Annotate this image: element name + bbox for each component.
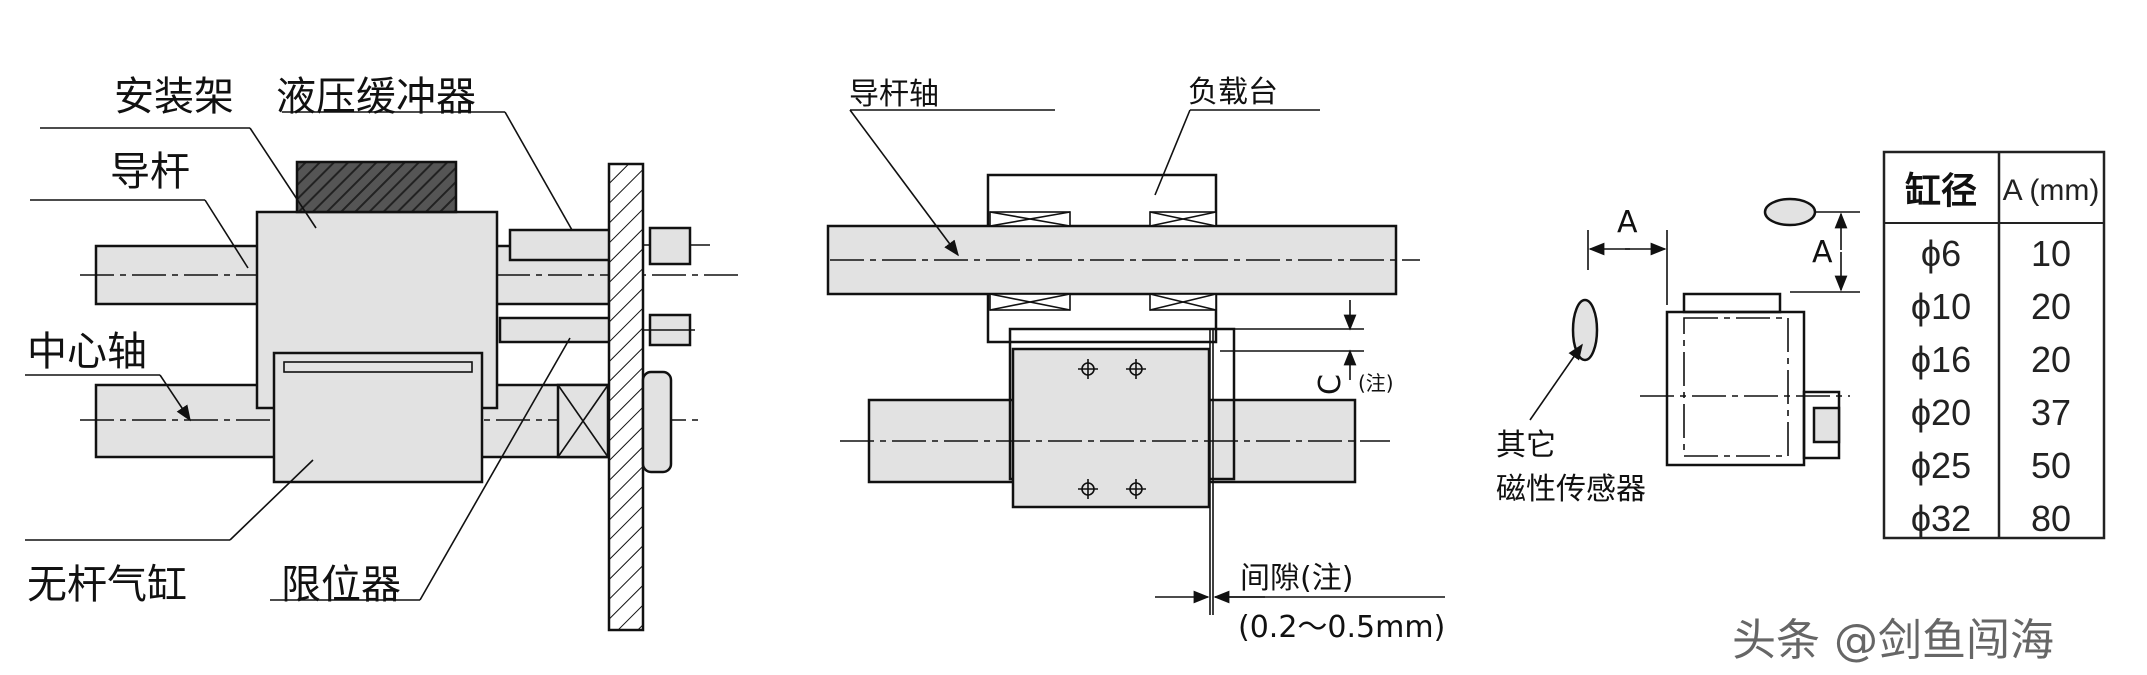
left-assembly-diagram: 安装架 液压缓冲器 导杆 中心轴 无杆气缸 限位器 xyxy=(25,74,740,632)
table-cell-a-value: 10 xyxy=(2031,233,2071,274)
table-row: ϕ25 50 xyxy=(1911,445,2071,486)
side-sensor-ellipse xyxy=(1571,298,1599,362)
table-cell-bore: ϕ6 xyxy=(1921,233,1961,274)
bore-dimension-table: 缸径 A (mm) ϕ6 10 ϕ10 20 ϕ16 20 ϕ20 37 ϕ25 50 ϕ32 80 xyxy=(1882,150,2106,540)
guide-shaft-label: 导杆轴 xyxy=(849,77,939,112)
table-row: ϕ16 20 xyxy=(1911,339,2071,380)
mounting-holes xyxy=(1078,359,1146,499)
table-cell-a-value: 37 xyxy=(2031,392,2071,433)
table-cell-bore: ϕ10 xyxy=(1911,286,1971,327)
table-cell-a-value: 80 xyxy=(2031,498,2071,539)
load-table-label: 负载台 xyxy=(1188,75,1278,110)
shock-absorber xyxy=(508,228,612,262)
stopper-label: 限位器 xyxy=(281,562,401,608)
table-cell-bore: ϕ16 xyxy=(1911,339,1971,380)
table-cell-bore: ϕ25 xyxy=(1911,445,1971,486)
mount-label: 安装架 xyxy=(114,74,234,120)
table-row: ϕ6 10 xyxy=(1921,233,2071,274)
gap-label: 间隙(注) xyxy=(1240,561,1353,596)
cylinder-top-plate xyxy=(1682,292,1782,314)
right-sensor-diagram: A A 其它 磁性传感器 xyxy=(1496,197,1860,507)
gap-value: (0.2～0.5mm) xyxy=(1238,610,1445,645)
watermark: 头条 @剑鱼闯海 xyxy=(1732,615,2054,666)
mount-top-block xyxy=(295,160,458,214)
table-cell-a-value: 20 xyxy=(2031,339,2071,380)
rodless-cylinder-label: 无杆气缸 xyxy=(27,562,187,608)
cylinder-end-block xyxy=(1665,310,1806,467)
rodless-cylinder-body xyxy=(272,351,484,484)
a-vertical-label: A xyxy=(1812,235,1833,270)
table-row: ϕ32 80 xyxy=(1911,498,2071,539)
shock-absorber-label: 液压缓冲器 xyxy=(276,74,476,120)
table-header-a: A (mm) xyxy=(2003,174,2100,207)
sensor-label-line2: 磁性传感器 xyxy=(1496,472,1646,507)
stopper xyxy=(498,316,612,344)
middle-gap-diagram: 导杆轴 负载台 C (注) 间隙(注) (0.2～0.5mm) xyxy=(826,75,1445,645)
table-cell-bore: ϕ20 xyxy=(1911,392,1971,433)
table-cell-a-value: 50 xyxy=(2031,445,2071,486)
cylinder-block xyxy=(1011,347,1211,509)
table-header-bore: 缸径 xyxy=(1905,170,1977,212)
sensor-label-line1: 其它 xyxy=(1496,428,1556,463)
table-rows: ϕ6 10 ϕ10 20 ϕ16 20 ϕ20 37 ϕ25 50 ϕ32 80 xyxy=(1911,233,2071,539)
c-dimension-label: C xyxy=(1313,374,1348,395)
table-row: ϕ10 20 xyxy=(1911,286,2071,327)
table-cell-a-value: 20 xyxy=(2031,286,2071,327)
center-shaft-label: 中心轴 xyxy=(27,329,147,375)
table-row: ϕ20 37 xyxy=(1911,392,2071,433)
a-horizontal-label: A xyxy=(1617,205,1638,240)
wall-plate xyxy=(607,162,645,632)
c-note-label: (注) xyxy=(1358,371,1394,395)
table-cell-bore: ϕ32 xyxy=(1911,498,1971,539)
guide-rod-label: 导杆 xyxy=(110,149,190,195)
top-sensor-ellipse xyxy=(1763,197,1817,227)
